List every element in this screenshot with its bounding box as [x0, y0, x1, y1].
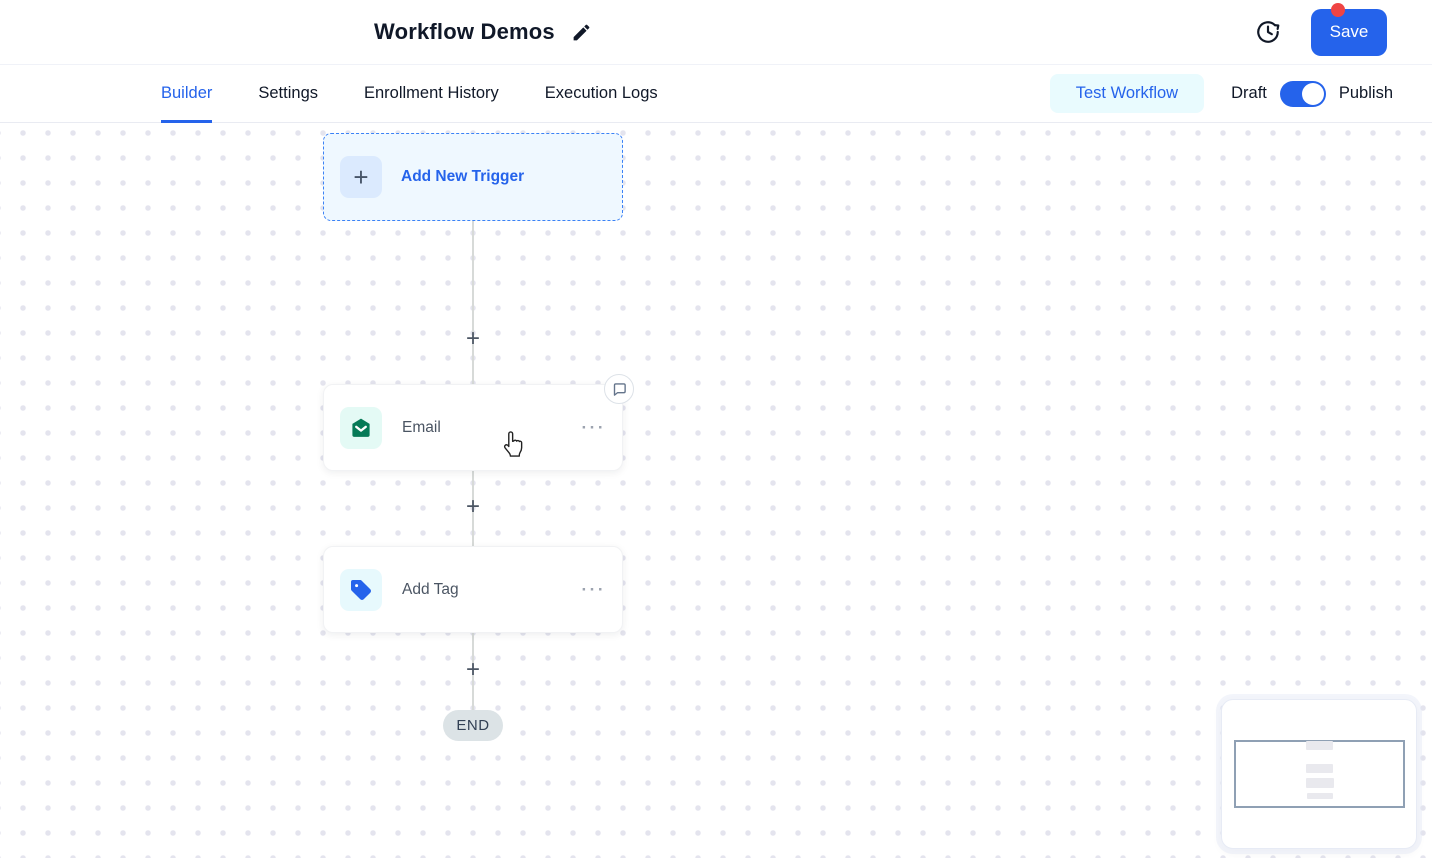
- edit-title-icon[interactable]: [571, 22, 592, 43]
- version-history-icon[interactable]: [1255, 19, 1281, 45]
- node-label: Email: [402, 418, 441, 436]
- minimap-node: [1306, 741, 1333, 750]
- add-step-plus-icon[interactable]: +: [460, 657, 486, 683]
- comment-icon[interactable]: [604, 374, 634, 404]
- end-node: END: [443, 710, 503, 741]
- minimap-node: [1307, 793, 1333, 799]
- connector-line: [472, 471, 474, 546]
- connector-line: [472, 221, 474, 384]
- tabbar-controls: Test Workflow Draft Publish: [1049, 65, 1393, 122]
- publish-toggle[interactable]: [1279, 80, 1326, 107]
- save-button[interactable]: Save: [1311, 8, 1387, 56]
- publish-label: Publish: [1338, 84, 1393, 102]
- tab-bar: Builder Settings Enrollment History Exec…: [0, 64, 1432, 123]
- add-new-trigger-label: Add New Trigger: [401, 168, 525, 185]
- tab-builder[interactable]: Builder: [161, 65, 213, 123]
- tag-icon: [340, 568, 382, 611]
- minimap-node: [1306, 764, 1333, 773]
- node-menu-icon[interactable]: ···: [581, 417, 606, 437]
- connector-line: [472, 633, 474, 710]
- node-menu-icon[interactable]: ···: [581, 579, 606, 599]
- add-new-trigger-box[interactable]: + Add New Trigger: [323, 133, 623, 221]
- publish-toggle-knob: [1301, 82, 1324, 105]
- unsaved-changes-dot: [1331, 3, 1345, 17]
- minimap[interactable]: [1221, 699, 1417, 849]
- draft-label: Draft: [1231, 84, 1267, 102]
- email-icon: [340, 406, 382, 449]
- workflow-canvas[interactable]: + + + + Add New Trigger Email ··· Add: [0, 123, 1432, 858]
- add-step-plus-icon[interactable]: +: [460, 494, 486, 520]
- plus-icon: +: [340, 156, 382, 198]
- minimap-node: [1306, 778, 1334, 788]
- tabs: Builder Settings Enrollment History Exec…: [161, 65, 658, 123]
- node-email[interactable]: Email ···: [323, 384, 623, 471]
- workflow-title-group: Workflow Demos: [374, 0, 592, 64]
- page-title: Workflow Demos: [374, 19, 555, 44]
- test-workflow-button[interactable]: Test Workflow: [1049, 74, 1205, 113]
- node-label: Add Tag: [402, 580, 459, 598]
- top-bar: Workflow Demos Save: [0, 0, 1432, 64]
- topbar-actions: Save: [1255, 0, 1387, 64]
- tab-execution-logs[interactable]: Execution Logs: [544, 84, 658, 102]
- tab-enrollment-history[interactable]: Enrollment History: [364, 84, 499, 102]
- add-step-plus-icon[interactable]: +: [460, 326, 486, 352]
- node-add-tag[interactable]: Add Tag ···: [323, 546, 623, 633]
- tab-settings[interactable]: Settings: [258, 84, 318, 102]
